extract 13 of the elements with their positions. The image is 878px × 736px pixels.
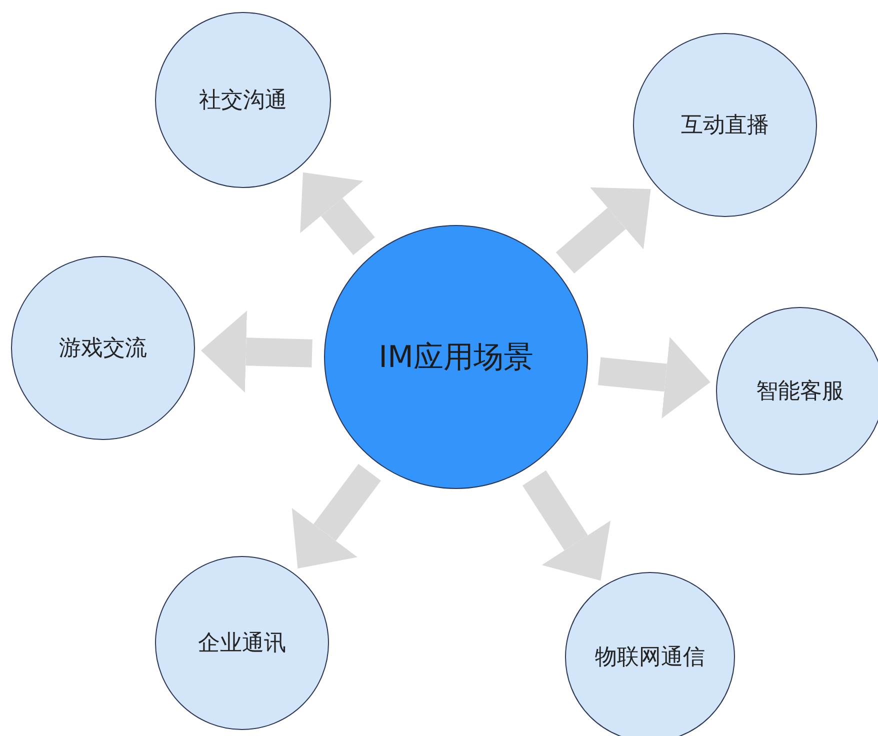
- scenario-circle: 社交沟通: [155, 12, 331, 188]
- arrow: [200, 310, 312, 393]
- arrow: [522, 470, 611, 581]
- scenario-circle: 物联网通信: [565, 572, 735, 736]
- arrow: [556, 187, 651, 274]
- arrow: [292, 464, 381, 569]
- scenario-circle: 互动直播: [633, 33, 817, 217]
- arrow: [598, 336, 710, 419]
- scenario-circle: 企业通讯: [155, 556, 329, 730]
- arrow: [300, 172, 375, 256]
- scenario-circle: 游戏交流: [11, 256, 195, 440]
- scenario-circle: 智能客服: [716, 307, 878, 475]
- topic-circle: IM应用场景: [324, 225, 588, 489]
